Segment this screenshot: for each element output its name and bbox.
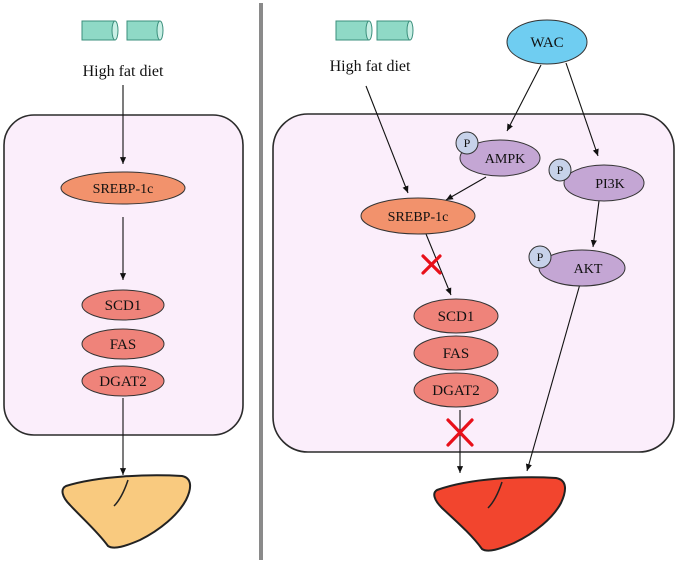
left-diet-capsules-icon — [81, 20, 164, 41]
wac-node: WAC — [506, 19, 588, 65]
right-enzyme-fas: FAS — [413, 335, 499, 371]
wac-label: WAC — [530, 35, 563, 51]
right-enzyme-scd1: SCD1 — [413, 298, 499, 334]
phospho-badge — [528, 245, 552, 269]
right-diet-capsules-icon — [335, 20, 414, 41]
right-cell — [272, 113, 675, 453]
inhibition-cross-icon — [421, 254, 442, 275]
phospho-label: P — [464, 136, 471, 150]
pi3k-node: PI3K P — [548, 158, 645, 202]
left-enzyme-label: FAS — [110, 337, 136, 353]
phospho-badge — [455, 131, 479, 155]
right-enzyme-label: SCD1 — [438, 309, 475, 325]
arrow-wac-to-ampk — [506, 64, 542, 132]
left-enzyme-label: DGAT2 — [99, 374, 147, 390]
phospho-badge — [548, 158, 572, 182]
inhibition-cross-icon — [446, 418, 474, 447]
left-srebp-node: SREBP-1c — [60, 171, 186, 205]
left-enzyme-fas: FAS — [81, 328, 165, 360]
right-srebp-label: SREBP-1c — [388, 210, 449, 225]
arrow-wac-to-pi3k — [565, 62, 599, 157]
right-srebp-node: SREBP-1c — [360, 197, 476, 235]
phospho-label: P — [537, 250, 544, 264]
left-enzyme-dgat2: DGAT2 — [81, 365, 165, 397]
right-enzyme-label: FAS — [443, 346, 469, 362]
akt-node: AKT P — [528, 245, 626, 287]
right-enzyme-label: DGAT2 — [432, 383, 480, 399]
arrow-srebp-to-enzymes — [425, 233, 452, 296]
arrow-ampk-to-srebp — [445, 176, 487, 201]
right-panel: High fat diet WAC AMPK P — [272, 19, 675, 552]
right-liver-icon — [433, 476, 566, 552]
left-diet-label: High fat diet — [83, 63, 164, 80]
right-liver-lobe-line — [487, 481, 503, 509]
ampk-node: AMPK P — [455, 131, 541, 177]
phospho-label: P — [557, 163, 564, 177]
arrow-akt-to-liver — [525, 283, 581, 472]
arrow-diet-to-srebp — [365, 85, 409, 194]
akt-label: AKT — [574, 262, 603, 277]
right-enzyme-dgat2: DGAT2 — [413, 372, 499, 408]
ampk-label: AMPK — [485, 152, 525, 167]
left-panel: High fat diet SREBP-1c SCD1 FAS DGAT2 — [3, 20, 244, 549]
left-enzyme-label: SCD1 — [105, 298, 142, 314]
left-liver-icon — [61, 474, 192, 549]
arrow-pi3k-to-akt — [590, 200, 600, 248]
left-enzyme-scd1: SCD1 — [81, 289, 165, 321]
right-diet-label: High fat diet — [330, 58, 411, 75]
left-srebp-label: SREBP-1c — [93, 182, 154, 197]
left-liver-lobe-line — [113, 479, 129, 507]
pi3k-label: PI3K — [595, 177, 625, 192]
